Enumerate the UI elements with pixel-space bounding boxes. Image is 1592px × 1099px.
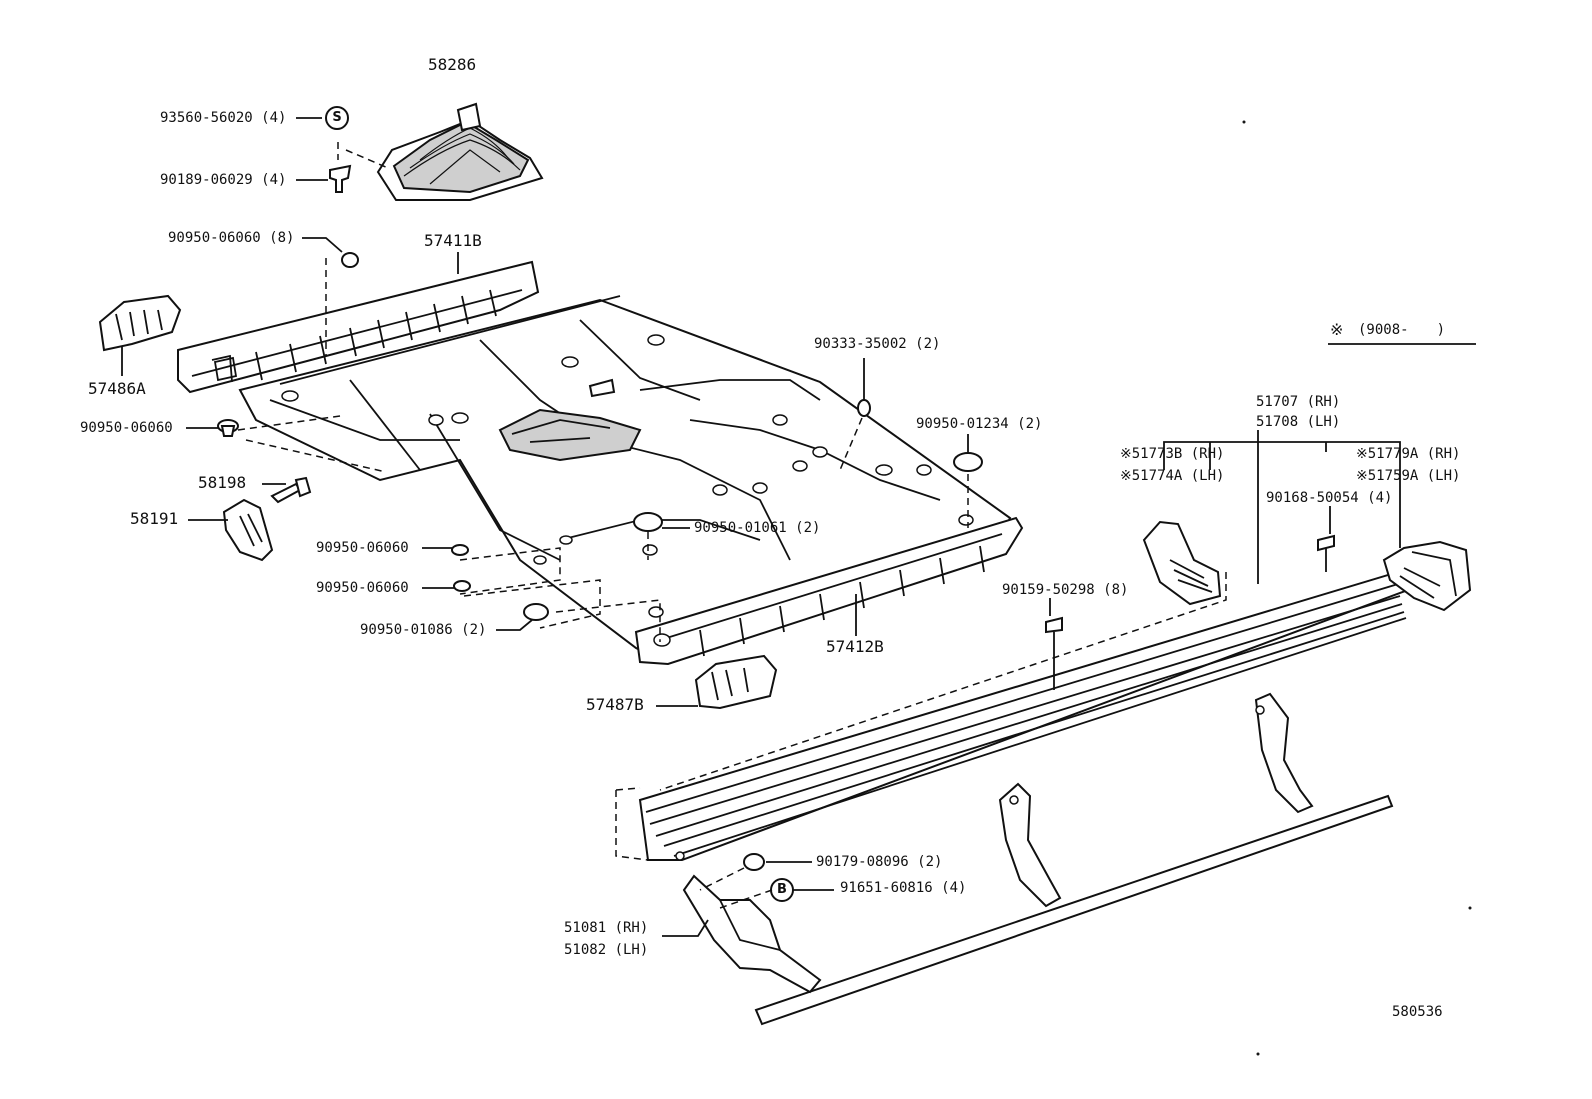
rocker-panel-57412B [634,516,1024,666]
label-90159-50298: 90159-50298 (8) [1002,582,1129,598]
label-90333-35002: 90333-35002 (2) [814,336,941,352]
label-58191: 58191 [130,509,179,528]
end-cap-51779A [1382,540,1472,612]
label-90950-01234: 90950-01234 (2) [916,416,1043,432]
floor-pan [238,295,1012,662]
floor-dash-lines [237,258,969,642]
plug-top [341,252,359,268]
running-board-51707 [638,570,1410,861]
bracket-58191 [222,498,274,562]
nut-90179 [743,853,765,871]
label-51708: 51708 (LH) [1256,414,1341,430]
label-51773B: ※51773B (RH) [1120,446,1225,462]
label-57411B: 57411B [424,231,482,250]
bracket-frame-51081 [682,692,1394,1026]
boot-leader-dash [337,142,389,169]
label-91651-60816: 91651-60816 (4) [840,880,967,896]
label-90950-06060-c: 90950-06060 [316,580,409,596]
label-90950-01061: 90950-01061 (2) [694,520,821,536]
label-90950-01086: 90950-01086 (2) [360,622,487,638]
label-51707: 51707 (RH) [1256,394,1341,410]
stray-dot-1 [1242,120,1246,124]
label-93560-56020: 93560-56020 (4) [160,110,287,126]
plugs-floor [217,399,983,621]
step-dash-outline [615,572,1227,861]
label-90950-06060-8: 90950-06060 (8) [168,230,295,246]
label-variant-note-mark: ※ [1330,320,1344,339]
label-90950-06060-a: 90950-06060 [80,420,173,436]
label-57486A: 57486A [88,379,146,398]
label-51759A: ※51759A (LH) [1356,468,1461,484]
symbol-b-circle: B [770,878,794,902]
bolt-58198 [270,476,312,504]
end-cap-51773B [1142,520,1222,606]
label-51081: 51081 (RH) [564,920,649,936]
label-51082: 51082 (LH) [564,942,649,958]
label-51779A: ※51779A (RH) [1356,446,1461,462]
label-variant-note: (9008- ) [1358,322,1446,338]
stray-dot-2 [1468,906,1472,910]
label-90168-50054: 90168-50054 (4) [1266,490,1393,506]
rocker-panel-57411B [177,260,540,394]
label-51774A: ※51774A (LH) [1120,468,1225,484]
bracket-dash [699,867,773,909]
screw-90168 [1317,534,1335,572]
screw-90159 [1045,616,1063,690]
bracket-57486A [98,294,182,352]
label-58198: 58198 [198,473,247,492]
stray-dot-3 [1256,1052,1260,1056]
diagram-id: 580536 [1392,1004,1443,1020]
clip-90189 [329,164,352,193]
label-57487B: 57487B [586,695,644,714]
label-57412B: 57412B [826,637,884,656]
shift-boot-part [376,102,544,201]
symbol-s-circle: S [325,106,349,130]
label-90950-06060-b: 90950-06060 [316,540,409,556]
label-58286: 58286 [428,55,477,74]
label-90179-08096: 90179-08096 (2) [816,854,943,870]
bracket-57487B [694,654,778,710]
label-90189-06029: 90189-06029 (4) [160,172,287,188]
leader-lines [121,117,1476,937]
